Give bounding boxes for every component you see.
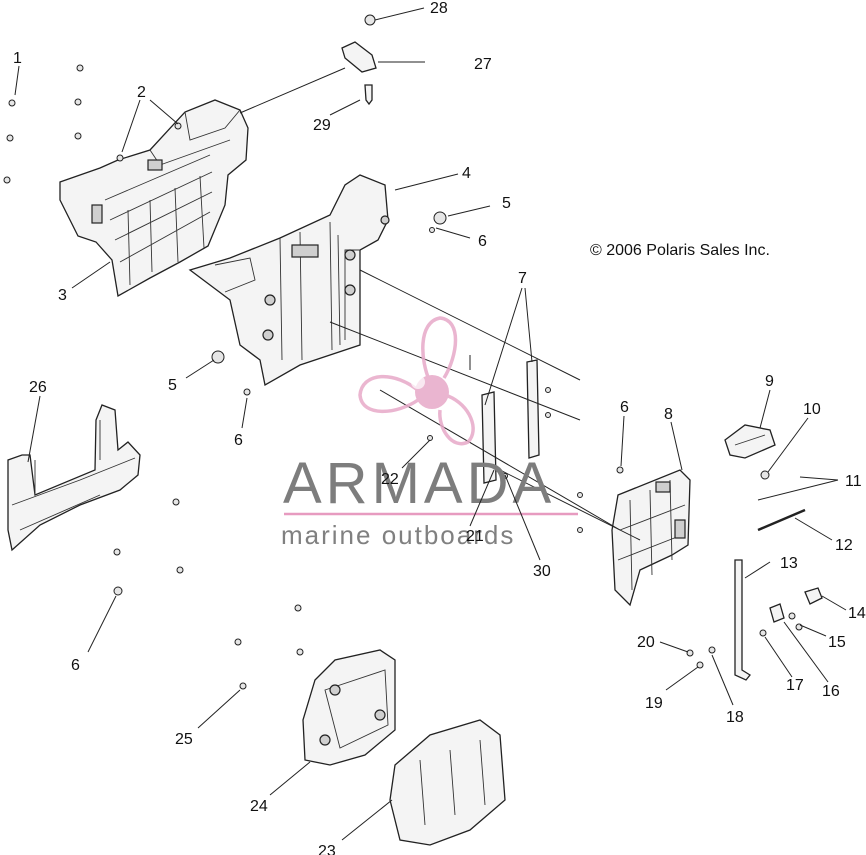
callout-6-upper: 6 [478,233,487,250]
callout-24: 24 [250,798,268,815]
callout-17: 17 [786,677,804,694]
callout-30: 30 [533,563,551,580]
propeller-blade-right [438,394,475,446]
part-24-back-pad [302,649,396,766]
part-21-strip-left [481,391,497,484]
callout-15: 15 [828,634,846,651]
part-9-latch [724,424,776,459]
part-14-plate [804,587,823,605]
callout-22: 22 [381,471,399,488]
callout-1: 1 [13,50,22,67]
callout-20: 20 [637,634,655,651]
callout-9: 9 [765,373,774,390]
callout-numbers: 1 2 3 4 5 5 6 6 6 6 7 8 9 10 11 12 13 14… [13,0,866,855]
callout-2: 2 [137,84,146,101]
callout-4: 4 [462,165,471,182]
part-28-nut [364,14,376,26]
callout-29: 29 [313,117,331,134]
part-3-bracket-frame [59,99,249,298]
part-5-nut-upper [433,211,447,225]
callout-5-lower: 5 [168,377,177,394]
callout-18: 18 [726,709,744,726]
part-5-nut-lower [211,350,225,364]
part-13-long-bracket [734,559,751,681]
watermark-tagline: marine outboards [281,520,515,550]
callout-6-middle: 6 [234,432,243,449]
part-16-clip [769,603,785,623]
callout-8: 8 [664,406,673,423]
callout-27: 27 [474,56,492,73]
watermark-logo [358,316,475,446]
callout-23: 23 [318,843,336,855]
callout-leaders [14,7,847,841]
assembly-guide-lines [239,67,641,541]
callout-5-upper: 5 [502,195,511,212]
callout-16: 16 [822,683,840,700]
propeller-blade-left [358,374,422,414]
part-27-clamp [341,41,377,73]
part-7-strip-right [526,359,540,459]
part-29-bolt [364,84,373,106]
part-26-lower-shield [7,404,141,552]
callout-25: 25 [175,731,193,748]
callout-26: 26 [29,379,47,396]
callout-28: 28 [430,0,448,17]
callout-10: 10 [803,401,821,418]
callout-3: 3 [58,287,67,304]
callout-21: 21 [466,528,484,545]
watermark-brand: ARMADA [283,451,555,516]
callout-19: 19 [645,695,663,712]
callout-14: 14 [848,605,866,622]
callout-6-lower: 6 [71,657,80,674]
callout-13: 13 [780,555,798,572]
copyright-notice: © 2006 Polaris Sales Inc. [590,242,770,259]
part-12-rod [757,508,806,532]
callout-12: 12 [835,537,853,554]
callout-11: 11 [845,473,862,490]
part-23-seat-cushion [389,719,506,846]
part-8-side-bracket [611,469,691,607]
part-small-fasteners [3,64,803,690]
part-4-main-plate [188,174,390,387]
callout-6-right: 6 [620,399,629,416]
propeller-blade-top [421,316,458,383]
callout-7: 7 [518,270,527,287]
